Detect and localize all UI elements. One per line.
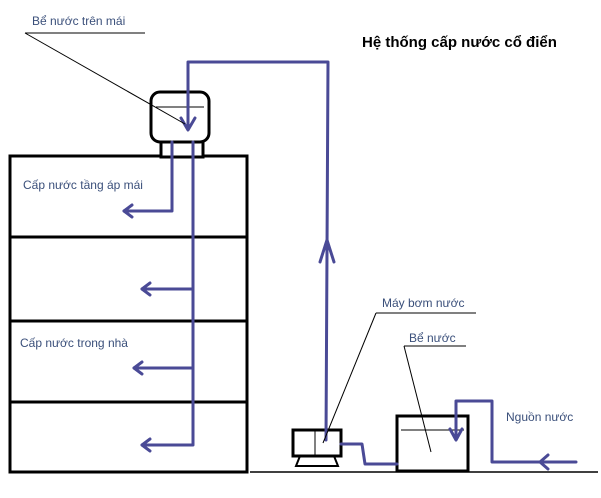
source-flow-arrow bbox=[538, 453, 550, 471]
roof-floor-supply-label: Cấp nước tầng áp mái bbox=[23, 178, 143, 192]
ground-tank-label: Bể nước bbox=[409, 331, 456, 345]
roof-tank bbox=[149, 90, 211, 159]
pump-body bbox=[291, 428, 343, 458]
ground-tank-inlet-arrow bbox=[448, 427, 464, 442]
house-branch-1-arrow bbox=[140, 281, 152, 297]
roof-tank-leader bbox=[24, 32, 186, 125]
roof-floor-supply-pipe bbox=[122, 140, 174, 213]
riser-pipe bbox=[186, 60, 330, 442]
house-supply-downpipe bbox=[140, 140, 195, 447]
roof-tank-label: Bể nước trên mái bbox=[32, 14, 126, 28]
pump-label: Máy bơm nước bbox=[382, 296, 465, 310]
ground-tank-leader bbox=[403, 345, 432, 453]
pipes bbox=[122, 60, 578, 471]
riser-up-arrow bbox=[318, 238, 336, 264]
ground-tank-body bbox=[395, 414, 470, 473]
source-inlet-pipe bbox=[454, 399, 578, 464]
roof-tank-inlet-arrow bbox=[179, 116, 197, 132]
tank-to-pump-pipe bbox=[339, 442, 399, 466]
house-branch-3-arrow bbox=[140, 437, 152, 453]
pump-leader bbox=[322, 312, 377, 444]
house-branch-2-arrow bbox=[132, 360, 144, 376]
building bbox=[8, 154, 249, 474]
diagram-title: Hệ thống cấp nước cổ điển bbox=[362, 34, 557, 51]
water-source-label: Nguồn nước bbox=[506, 410, 574, 424]
building-outline bbox=[8, 154, 249, 474]
ground-tank bbox=[395, 414, 470, 473]
roof-floor-supply-arrow bbox=[122, 203, 134, 219]
in-house-supply-label: Cấp nước trong nhà bbox=[20, 336, 128, 350]
pump bbox=[291, 428, 343, 467]
leader-lines bbox=[24, 32, 476, 453]
